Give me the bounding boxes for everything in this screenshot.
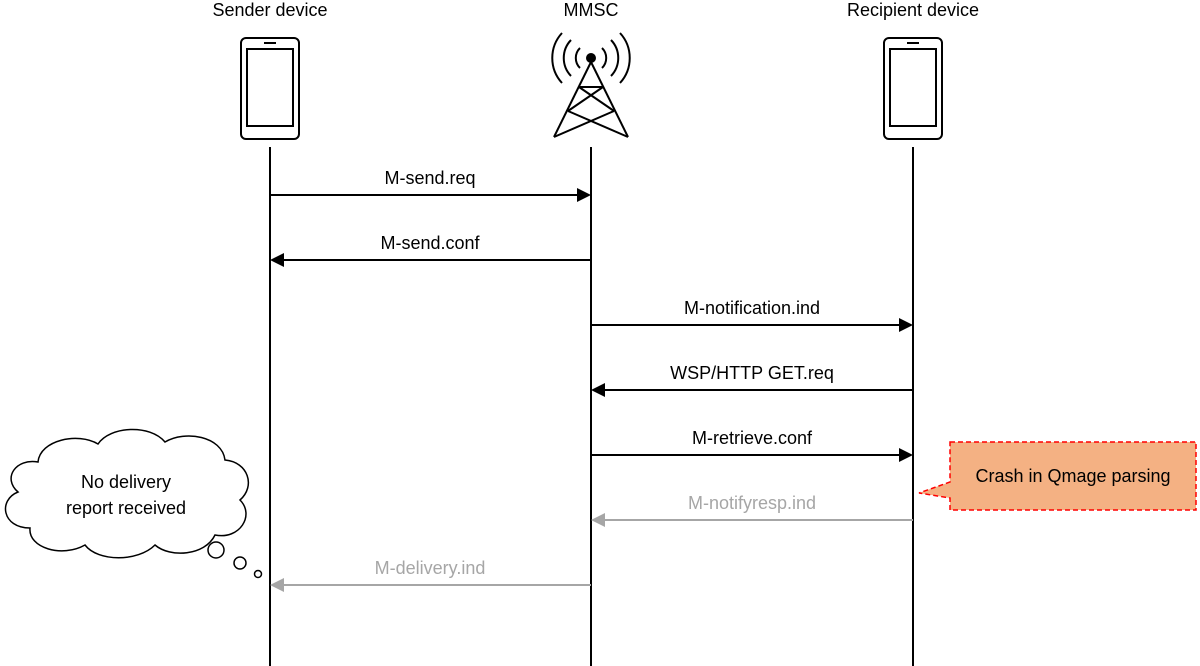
participant-label-sender: Sender device <box>212 0 327 20</box>
thought-cloud <box>4 428 263 579</box>
arrowhead-right <box>899 448 913 462</box>
arrowhead-left <box>591 513 605 527</box>
message-label: M-send.conf <box>380 233 480 253</box>
message-label: M-retrieve.conf <box>692 428 813 448</box>
crash-note-text: Crash in Qmage parsing <box>975 466 1170 486</box>
participant-label-mmsc: MMSC <box>564 0 619 20</box>
arrowhead-left <box>591 383 605 397</box>
message-arrow: M-send.conf <box>270 233 591 267</box>
message-arrow: WSP/HTTP GET.req <box>591 363 913 397</box>
arrowhead-left <box>270 578 284 592</box>
thought-line: No delivery <box>81 472 171 492</box>
phone-icon <box>883 37 943 140</box>
message-label: WSP/HTTP GET.req <box>670 363 834 383</box>
participant-label-recipient: Recipient device <box>847 0 979 20</box>
crash-callout: Crash in Qmage parsing <box>918 441 1197 511</box>
message-label: M-notification.ind <box>684 298 820 318</box>
message-label: M-delivery.ind <box>375 558 486 578</box>
message-arrow: M-send.req <box>270 168 591 202</box>
antenna-tower-icon <box>551 32 631 138</box>
message-label: M-send.req <box>384 168 475 188</box>
thought-line: report received <box>66 498 186 518</box>
message-arrow: M-retrieve.conf <box>591 428 913 462</box>
message-arrow-not-sent: M-notifyresp.ind <box>591 493 913 527</box>
message-arrow: M-notification.ind <box>591 298 913 332</box>
message-arrow-not-sent: M-delivery.ind <box>270 558 591 592</box>
arrowhead-left <box>270 253 284 267</box>
phone-icon <box>240 37 300 140</box>
message-label: M-notifyresp.ind <box>688 493 816 513</box>
arrowhead-right <box>577 188 591 202</box>
arrowhead-right <box>899 318 913 332</box>
